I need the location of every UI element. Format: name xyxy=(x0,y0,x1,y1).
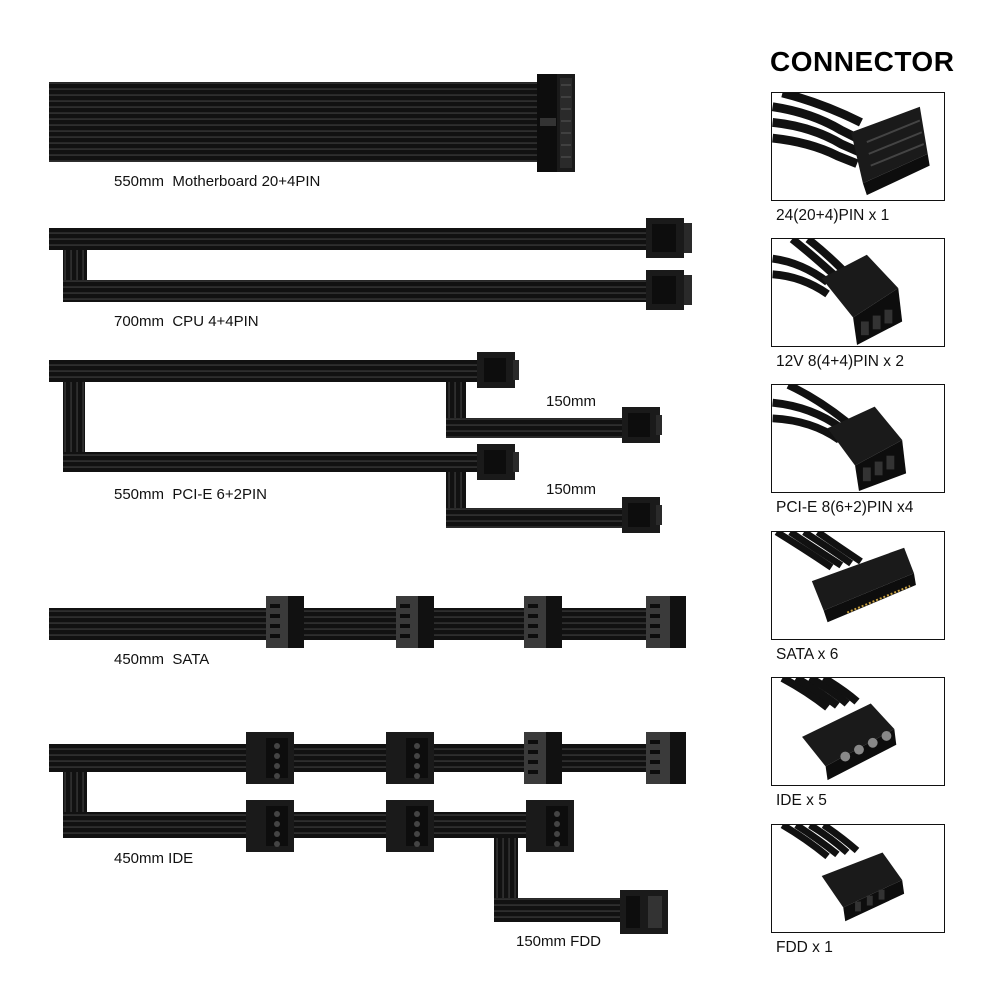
atx-24pin-caption: 24(20+4)PIN x 1 xyxy=(776,207,890,224)
molex-ide-connector-icon xyxy=(771,677,945,786)
sata-plug-icon xyxy=(524,596,562,648)
pcie-cable xyxy=(49,352,662,533)
cable-diagram xyxy=(49,74,692,934)
molex-plug-icon xyxy=(386,732,434,784)
sata-plug-icon xyxy=(396,596,434,648)
eps-plug-icon xyxy=(646,270,692,310)
atx-24pin-plug-icon xyxy=(537,74,575,172)
pcie-cable-label: 550mm PCI-E 6+2PIN xyxy=(114,486,267,503)
pcie-8pin-caption: PCI-E 8(6+2)PIN x4 xyxy=(776,499,914,516)
ide-cable xyxy=(49,732,686,934)
sata-cable xyxy=(49,596,686,648)
sata-plug-icon xyxy=(646,596,686,648)
connector-panel-title: CONNECTOR xyxy=(770,46,955,77)
sata-plug-icon xyxy=(646,732,686,784)
fdd-caption: FDD x 1 xyxy=(776,939,833,956)
fdd-branch-label: 150mm FDD xyxy=(516,933,602,950)
pcie-plug-icon xyxy=(622,407,662,443)
molex-plug-icon xyxy=(386,800,434,852)
fdd-connector-icon xyxy=(771,824,945,933)
sata-cable-label: 450mm SATA xyxy=(114,651,210,668)
motherboard-cable xyxy=(49,74,575,172)
molex-ide-caption: IDE x 5 xyxy=(776,792,827,809)
sata-caption: SATA x 6 xyxy=(776,646,839,663)
fdd-plug-icon xyxy=(620,890,668,934)
sata-connector-icon xyxy=(771,531,945,640)
molex-plug-icon xyxy=(246,732,294,784)
motherboard-cable-label: 550mm Motherboard 20+4PIN xyxy=(114,173,321,190)
cpu-cable xyxy=(49,218,692,310)
eps-plug-icon xyxy=(646,218,692,258)
pcie-branch-label-1: 150mm xyxy=(546,393,597,410)
pcie-plug-icon xyxy=(622,497,662,533)
sata-plug-icon xyxy=(266,596,304,648)
pcie-plug-icon xyxy=(477,444,519,480)
cpu-cable-label: 700mm CPU 4+4PIN xyxy=(114,313,259,330)
pcie-branch-label-2: 150mm xyxy=(546,481,597,498)
ide-cable-label: 450mm IDE xyxy=(114,850,194,867)
molex-plug-icon xyxy=(526,800,574,852)
molex-plug-icon xyxy=(246,800,294,852)
atx-24pin-connector-icon xyxy=(771,92,945,201)
pcie-plug-icon xyxy=(477,352,519,388)
eps-8pin-caption: 12V 8(4+4)PIN x 2 xyxy=(776,353,904,370)
eps-8pin-connector-icon xyxy=(771,238,945,347)
pcie-8pin-connector-icon xyxy=(771,384,945,493)
sata-plug-icon xyxy=(524,732,562,784)
